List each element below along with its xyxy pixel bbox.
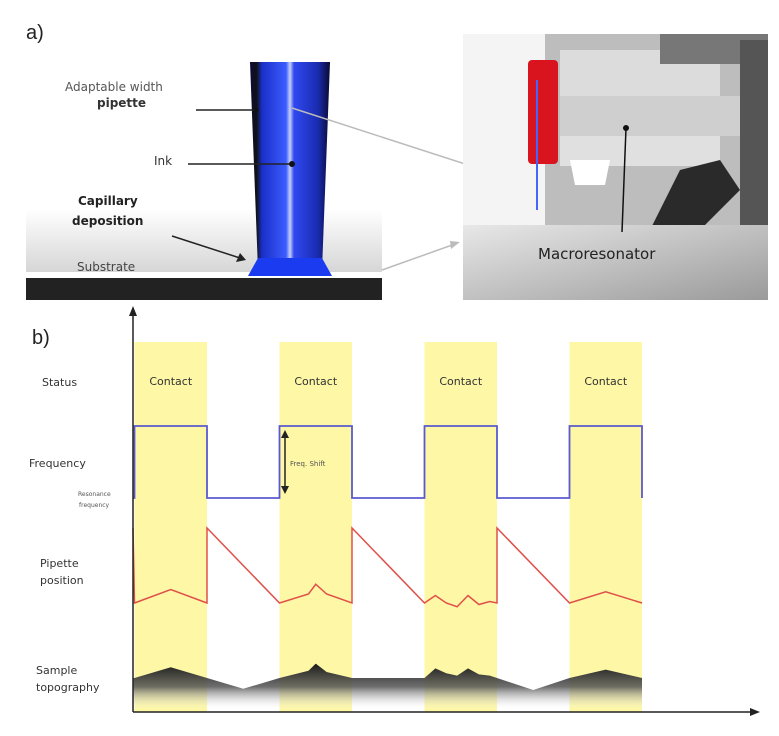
resonator-beam: [560, 96, 760, 136]
contact-bands: [134, 342, 642, 712]
topography-profile: [133, 663, 642, 710]
row-label-sample: Sample: [36, 664, 77, 677]
y-axis-arrowhead: [129, 306, 137, 316]
series-lines: [132, 425, 643, 608]
ink-droplet: [248, 258, 332, 276]
macroresonator-scene: Macroresonator: [463, 34, 768, 300]
substrate-block: [26, 278, 382, 300]
pipette-position-line: [132, 526, 643, 608]
ink-callout-dot: [289, 161, 295, 167]
row-label-frequency: Frequency: [29, 457, 86, 470]
label-deposition: deposition: [72, 214, 143, 228]
macroresonator-callout-dot: [623, 125, 629, 131]
contact-band: [134, 342, 207, 712]
row-label-topography: topography: [36, 681, 100, 694]
contact-label: Contact: [439, 375, 482, 388]
freq-shift-arrowhead-up: [281, 430, 289, 438]
capillary-arrow-line: [171, 235, 241, 259]
zoom-connector-arrowhead-2: [450, 241, 460, 249]
contact-band: [279, 342, 352, 712]
row-label-resonance-frequency: frequency: [79, 502, 110, 509]
contact-labels: Contact Contact Contact Contact: [149, 375, 627, 388]
freq-shift-label: Freq. Shift: [290, 460, 326, 468]
pipette-callout-dot: [253, 107, 259, 113]
label-ink: Ink: [154, 154, 172, 168]
contact-label: Contact: [294, 375, 337, 388]
row-label-status: Status: [42, 376, 77, 389]
row-label-pipette: Pipette: [40, 557, 79, 570]
contact-band: [424, 342, 497, 712]
frequency-line: [133, 425, 643, 499]
x-axis-arrowhead: [750, 708, 760, 716]
label-pipette: pipette: [97, 96, 146, 110]
contact-label: Contact: [149, 375, 192, 388]
label-adaptable-width: Adaptable width: [65, 80, 163, 94]
zoom-connector-substrate: [381, 243, 456, 271]
machine-dark-wedge: [650, 160, 740, 230]
label-capillary: Capillary: [78, 194, 138, 208]
contact-band: [569, 342, 642, 712]
row-label-resonance: Resonance: [78, 491, 111, 498]
panel-a-label: a): [26, 22, 44, 44]
machine-window: [570, 160, 610, 185]
label-substrate: Substrate: [77, 260, 135, 274]
panel-a-illustration: Adaptable width pipette Ink Capillary de…: [26, 34, 768, 300]
pipette-holder: [528, 60, 558, 164]
topography-layer: [133, 663, 642, 710]
capillary-arrow-head: [236, 253, 246, 262]
label-macroresonator: Macroresonator: [538, 245, 656, 263]
macroresonator-callout-line: [621, 127, 627, 233]
panel-b-label: b): [32, 327, 50, 349]
row-label-position: position: [40, 574, 84, 587]
machine-side: [740, 40, 768, 240]
contact-label: Contact: [584, 375, 627, 388]
machine-base: [463, 225, 768, 300]
freq-shift-arrowhead-down: [281, 486, 289, 494]
pipette-scene: Adaptable width pipette Ink Capillary de…: [26, 62, 382, 300]
